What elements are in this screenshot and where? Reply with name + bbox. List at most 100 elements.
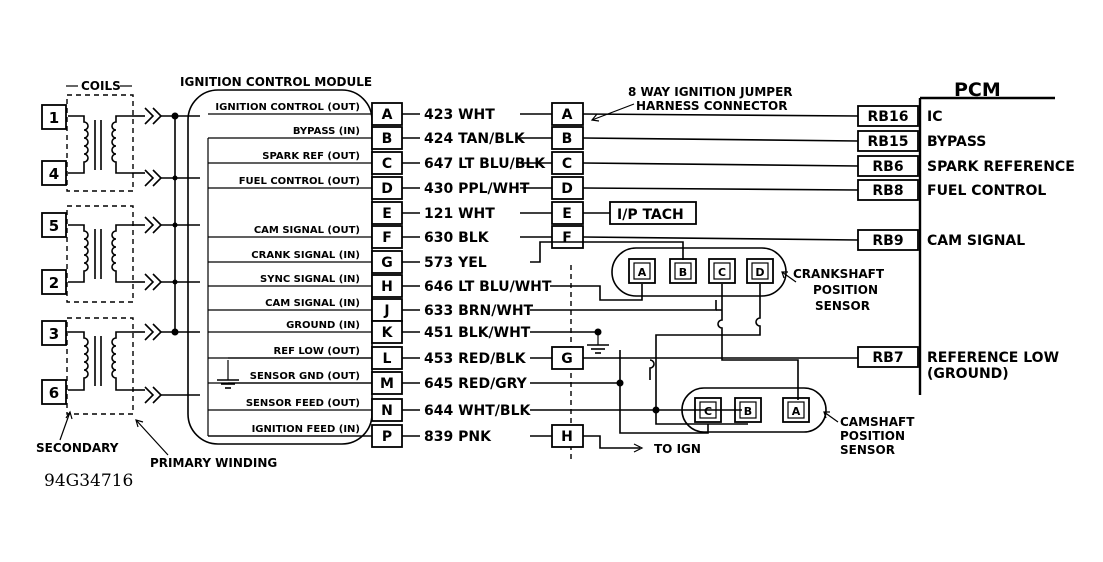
wire-code: 644 WHT/BLK — [424, 403, 532, 419]
ignition-control-module — [187, 89, 373, 445]
pcm-pin-box — [857, 346, 919, 368]
icm-signal-label: SENSOR GND (OUT) — [250, 371, 360, 382]
figure-id: 94G34716 — [44, 471, 133, 491]
icm-signal-label: SENSOR FEED (OUT) — [246, 398, 360, 409]
icm-signal-label: BYPASS (IN) — [293, 126, 360, 137]
icm-pin-letter: F — [382, 230, 392, 246]
cam-label-2: POSITION — [840, 429, 905, 443]
pcm-pin-box — [857, 105, 919, 127]
ip-tach-label: I/P TACH — [617, 207, 684, 223]
pcm-pin-label: IC — [927, 109, 942, 125]
jumper-pin-letter: H — [561, 429, 573, 445]
coil-number-box — [41, 160, 67, 186]
jumper-pin-letter: F — [562, 230, 572, 246]
wire-code: 839 PNK — [424, 429, 492, 445]
coil-number: 2 — [49, 274, 59, 292]
coil-number-box — [41, 104, 67, 130]
cam-pin-letter: C — [704, 405, 712, 418]
jumper-pin-letter: D — [561, 181, 573, 197]
icm-pin-letter: E — [382, 206, 392, 222]
pcm-pin-box — [857, 130, 919, 152]
icm-signal-label: CAM SIGNAL (IN) — [265, 298, 360, 309]
pcm-pin-box — [857, 229, 919, 251]
pcm-title: PCM — [954, 79, 1001, 101]
coil-number-box — [41, 269, 67, 295]
wire-code: 121 WHT — [424, 206, 495, 222]
icm-pin-letter: H — [381, 279, 393, 295]
pcm-pin-id: RB15 — [868, 134, 909, 150]
wire-code: 633 BRN/WHT — [424, 303, 534, 319]
primary-connections — [132, 107, 200, 404]
crank-pin-inner — [713, 262, 731, 280]
icm-pin-letter: D — [381, 181, 393, 197]
crank-label-3: SENSOR — [815, 299, 870, 313]
coil-pack-2 — [66, 205, 134, 303]
icm-pin-letter: L — [383, 351, 392, 367]
wire-code: 430 PPL/WHT — [424, 181, 530, 197]
wire-code: 424 TAN/BLK — [424, 131, 526, 147]
icm-signal-label: CRANK SIGNAL (IN) — [251, 250, 360, 261]
crank-label-1: CRANKSHAFT — [793, 267, 885, 281]
ip-tach-box — [609, 201, 697, 225]
pcm-pin-label: CAM SIGNAL — [927, 233, 1025, 249]
icm-signal-label: REF LOW (OUT) — [274, 346, 360, 357]
pcm-pin-id: RB16 — [868, 109, 909, 125]
icm-signal-label: FUEL CONTROL (OUT) — [239, 176, 360, 187]
coil-number-box — [41, 212, 67, 238]
pcm-pin-label: FUEL CONTROL — [927, 183, 1046, 199]
jumper-pin-letter: E — [562, 206, 572, 222]
icm-signal-label: CAM SIGNAL (OUT) — [254, 225, 360, 236]
coil-number: 1 — [49, 109, 59, 127]
wire-code: 573 YEL — [424, 255, 487, 271]
wire-code: 645 RED/GRY — [424, 376, 528, 392]
coil-pack-1 — [66, 94, 134, 192]
jumper-pin-letter: G — [561, 351, 573, 367]
icm-pin-letter: K — [382, 325, 394, 341]
coil-number: 6 — [49, 384, 59, 402]
pcm-pin-id: RB7 — [872, 350, 903, 366]
icm-signal-label: SYNC SIGNAL (IN) — [260, 274, 360, 285]
wire-code: 453 RED/BLK — [424, 351, 527, 367]
icm-pin-letter: B — [382, 131, 393, 147]
pcm-pin-box — [857, 179, 919, 201]
cam-label-3: SENSOR — [840, 443, 895, 457]
jumper-title-2: HARNESS CONNECTOR — [636, 99, 787, 113]
wire-code: 451 BLK/WHT — [424, 325, 531, 341]
wire-code: 647 LT BLU/BLK — [424, 156, 546, 172]
cam-pin-letter: A — [792, 405, 801, 418]
pcm-pin-box — [857, 155, 919, 177]
secondary-label: SECONDARY — [36, 441, 119, 455]
icm-pin-letter: A — [382, 107, 393, 123]
coil-number-box — [41, 379, 67, 405]
crank-pin-letter: B — [679, 266, 687, 279]
pcm-pin-label: BYPASS — [927, 134, 986, 150]
pcm-pin-id: RB6 — [872, 159, 903, 175]
jumper-pin-letter: C — [562, 156, 572, 172]
icm-signal-label: GROUND (IN) — [286, 320, 360, 331]
crank-pin-inner — [674, 262, 692, 280]
coil-windings — [68, 115, 132, 391]
icm-signal-label: IGNITION FEED (IN) — [252, 424, 360, 435]
icm-pin-letter: M — [380, 376, 394, 392]
pcm-pin-label: REFERENCE LOW — [927, 350, 1059, 366]
coil-number: 4 — [49, 165, 59, 183]
icm-pin-letter: N — [381, 403, 393, 419]
jumper-pin-letter: A — [562, 107, 573, 123]
cam-pin-inner — [787, 401, 805, 419]
crank-label-2: POSITION — [813, 283, 878, 297]
icm-signal-label: SPARK REF (OUT) — [262, 151, 360, 162]
crank-pin-inner — [633, 262, 651, 280]
pcm-pin-label-2: (GROUND) — [927, 366, 1009, 382]
wire-code: 423 WHT — [424, 107, 495, 123]
crank-pin-letter: A — [638, 266, 647, 279]
harness-wires: 423 WHT 424 TAN/BLK 647 LT BLU/BLK 430 PPL/… — [402, 107, 552, 445]
coil-number: 3 — [49, 325, 59, 343]
crank-pin-letter: D — [755, 266, 764, 279]
icm-internal-ground — [216, 360, 240, 389]
